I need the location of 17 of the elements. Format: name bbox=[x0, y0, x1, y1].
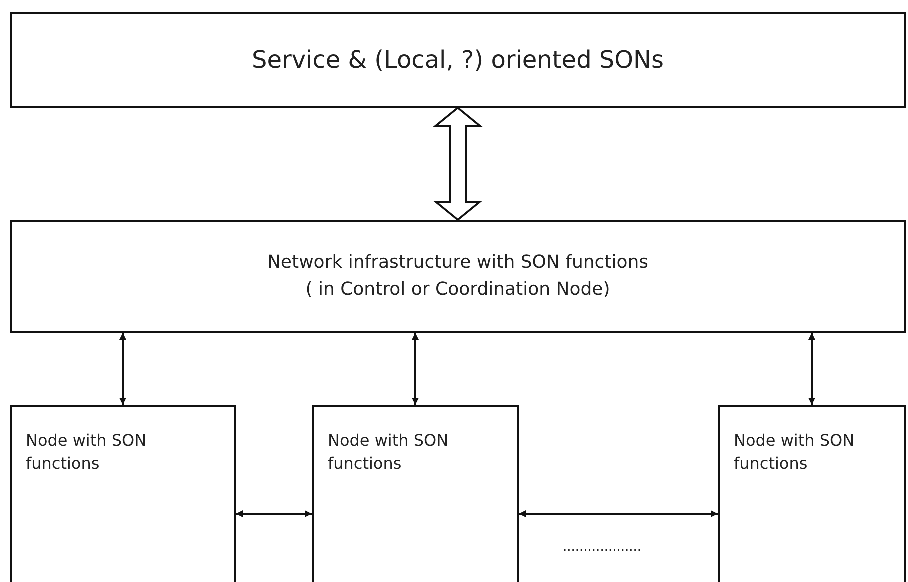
node-text: Node with SON functions bbox=[26, 430, 148, 476]
arrow bbox=[236, 510, 312, 518]
node-text: Node with SON functions bbox=[734, 430, 856, 476]
arrow bbox=[519, 510, 718, 518]
block-arrow bbox=[433, 106, 483, 222]
node-text: Network infrastructure with SON functions ( in Control or Coordination Node) bbox=[266, 251, 650, 302]
node-box bbox=[718, 405, 906, 582]
node-text: Node with SON functions bbox=[328, 430, 450, 476]
layer-box bbox=[10, 220, 906, 333]
arrow bbox=[120, 333, 126, 405]
node-box bbox=[312, 405, 519, 582]
layer-box bbox=[10, 12, 906, 108]
node-box bbox=[10, 405, 236, 582]
arrow bbox=[412, 333, 419, 405]
ellipsis-text: ................... bbox=[563, 540, 642, 555]
node-text: Service & (Local, ?) oriented SONs bbox=[252, 44, 664, 76]
arrow bbox=[808, 333, 816, 405]
